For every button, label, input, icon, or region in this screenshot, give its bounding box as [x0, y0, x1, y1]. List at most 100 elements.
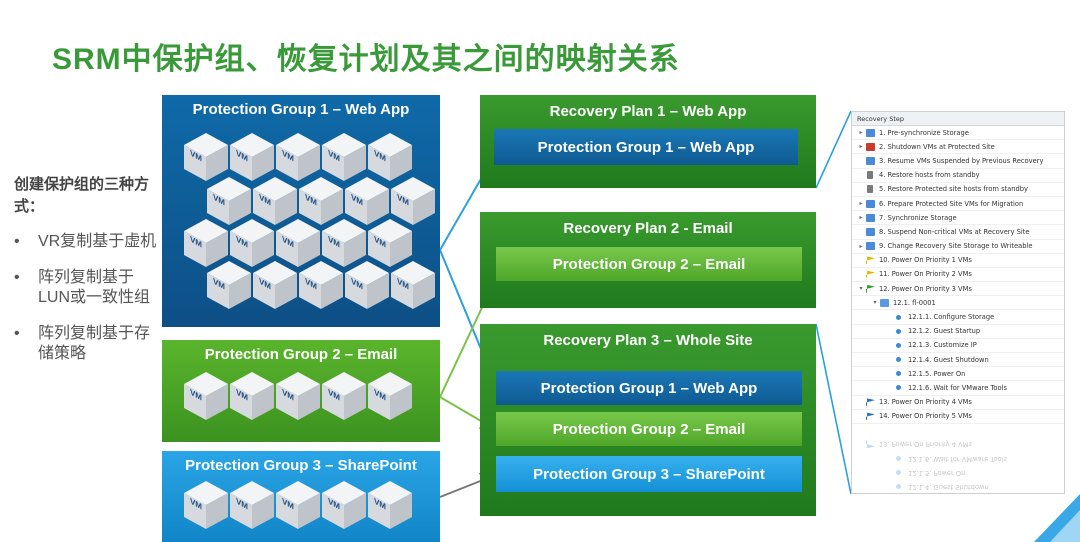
recovery-plan-web-app: Recovery Plan 1 – Web App Protection Gro…	[480, 95, 816, 188]
vm-cube-icon: VM	[366, 370, 414, 422]
expand-closed-icon[interactable]: ▸	[859, 143, 863, 151]
svg-text:VM: VM	[190, 148, 202, 164]
recovery-step-label: 10. Power On Priority 1 VMs	[879, 256, 972, 265]
svg-text:VM: VM	[328, 234, 340, 250]
list-item: •阵列复制基于存储策略	[14, 325, 151, 362]
vm-cube-icon: VM	[228, 370, 276, 422]
vm-cube-icon: VM	[274, 370, 322, 422]
flag-green-icon	[866, 284, 875, 293]
recovery-step-row[interactable]: 5. Restore Protected site hosts from sta…	[852, 183, 1064, 197]
vm-icon	[880, 298, 889, 307]
recovery-step-label: 6. Prepare Protected Site VMs for Migrat…	[879, 199, 1024, 208]
storage-icon	[866, 199, 875, 208]
recovery-step-row[interactable]: ▸ 6. Prepare Protected Site VMs for Migra…	[852, 197, 1064, 212]
vm-cube-icon: VM	[182, 131, 230, 183]
recovery-step-label: 4. Restore hosts from standby	[879, 171, 980, 180]
vm-cube-icon: VM	[274, 217, 322, 269]
vm-cube-icon: VM	[228, 131, 276, 183]
expand-open-icon[interactable]: ▾	[859, 285, 863, 293]
recovery-step-label: 12.1.2. Guest Startup	[908, 327, 981, 336]
recovery-step-row[interactable]: 11. Power On Priority 2 VMs	[852, 268, 1064, 283]
recovery-step-row[interactable]: 13. Power On Priority 4 VMs	[852, 396, 1064, 410]
resume-icon	[866, 227, 875, 236]
flag-yellow-icon	[866, 256, 875, 265]
expand-closed-icon[interactable]: ▸	[859, 129, 863, 137]
recovery-step-row[interactable]: 3. Resume VMs Suspended by Previous Reco…	[852, 154, 1064, 169]
dot-icon	[896, 328, 901, 334]
vm-cube-icon: VM	[205, 259, 253, 311]
svg-text:VM: VM	[190, 496, 202, 512]
svg-text:VM: VM	[374, 496, 386, 512]
list-item: •VR复制基于虚机	[14, 233, 157, 250]
recovery-steps-header: Recovery Step	[852, 112, 1064, 126]
recovery-step-row[interactable]: ▸1. Pre-synchronize Storage	[852, 126, 1064, 141]
vm-cube-icon: VM	[389, 259, 437, 311]
svg-text:VM: VM	[397, 192, 409, 208]
recovery-step-row[interactable]: 12.1.4. Guest Shutdown	[852, 353, 1064, 368]
recovery-step-row[interactable]: 12.1.1. Configure Storage	[852, 310, 1064, 325]
vm-cube-icon: VM	[228, 217, 276, 269]
recovery-step-row[interactable]: ▾ 12.1. fl-0001	[852, 296, 1064, 311]
recovery-step-label: 12.1.5. Power On	[908, 369, 966, 378]
recovery-plan-whole-site: Recovery Plan 3 – Whole Site Protection …	[480, 324, 816, 516]
storage-icon	[866, 128, 875, 137]
recovery-step-row[interactable]: 10. Power On Priority 1 VMs	[852, 254, 1064, 268]
recovery-step-row[interactable]: 4. Restore hosts from standby	[852, 169, 1064, 183]
svg-text:VM: VM	[305, 276, 317, 292]
vm-cube-icon: VM	[366, 131, 414, 183]
vm-cube-icon: VM	[182, 217, 230, 269]
recovery-step-label: 13. Power On Priority 4 VMs	[879, 398, 972, 407]
expand-closed-icon[interactable]: ▸	[859, 200, 863, 208]
recovery-step-label: 12.1. fl-0001	[893, 298, 936, 307]
recovery-steps-list: ▸1. Pre-synchronize Storage▸2. Shutdown …	[852, 126, 1064, 424]
recovery-step-label: 12.1.4. Guest Shutdown	[908, 355, 989, 364]
recovery-step-label: 2. Shutdown VMs at Protected Site	[879, 142, 995, 151]
dot-icon	[896, 484, 901, 490]
dot-icon	[896, 314, 901, 320]
recovery-step-row[interactable]: ▾12. Power On Priority 3 VMs	[852, 282, 1064, 297]
svg-text:VM: VM	[282, 234, 294, 250]
vm-cube-icon: VM	[320, 370, 368, 422]
storage-icon	[866, 213, 875, 222]
svg-text:VM: VM	[190, 234, 202, 250]
plan-protection-group-sharepoint: Protection Group 3 – SharePoint	[496, 456, 802, 492]
recovery-step-row[interactable]: 14. Power On Priority 5 VMs	[852, 410, 1064, 424]
svg-text:VM: VM	[259, 276, 271, 292]
recovery-step-row[interactable]: 8. Suspend Non-critical VMs at Recovery …	[852, 225, 1064, 240]
vm-cube-icon: VM	[389, 175, 437, 227]
svg-text:VM: VM	[213, 192, 225, 208]
vm-cube-icon: VM	[366, 217, 414, 269]
recovery-step-label: 9. Change Recovery Site Storage to Write…	[879, 242, 1033, 251]
svg-text:VM: VM	[374, 387, 386, 403]
vm-cube-icon: VM	[251, 259, 299, 311]
recovery-step-label: 13. Power On Priority 4 VMs	[879, 440, 972, 449]
recovery-step-row[interactable]: ▸ 9. Change Recovery Site Storage to Writ…	[852, 240, 1064, 254]
recovery-step-row[interactable]: ▸7. Synchronize Storage	[852, 211, 1064, 226]
svg-text:VM: VM	[328, 496, 340, 512]
vm-cube-icon: VM	[274, 479, 322, 531]
svg-text:VM: VM	[374, 148, 386, 164]
recovery-step-label: 8. Suspend Non-critical VMs at Recovery …	[879, 227, 1030, 236]
expand-closed-icon[interactable]: ▸	[859, 242, 863, 250]
recovery-step-row[interactable]: 12.1.3. Customize IP	[852, 339, 1064, 353]
resume-icon	[866, 156, 875, 165]
svg-text:VM: VM	[236, 234, 248, 250]
recovery-step-row[interactable]: 12.1.2. Guest Startup	[852, 325, 1064, 339]
expand-open-icon[interactable]: ▾	[873, 299, 877, 307]
vm-cube-icon: VM	[297, 175, 345, 227]
dot-icon	[896, 342, 901, 348]
recovery-step-label: 12.1.1. Configure Storage	[908, 313, 995, 322]
recovery-step-row[interactable]: 12.1.6. Wait for VMware Tools	[852, 381, 1064, 396]
plan-protection-group-web-app: Protection Group 1 – Web App	[494, 129, 798, 165]
recovery-plan-title: Recovery Plan 1 – Web App	[549, 103, 747, 120]
flag-yellow-icon	[866, 270, 875, 279]
vm-cube-icon: VM	[320, 217, 368, 269]
recovery-plan-title: Recovery Plan 3 – Whole Site	[543, 332, 753, 349]
methods-list: •VR复制基于虚机 •阵列复制基于LUN或一致性组 •阵列复制基于存储策略	[14, 232, 160, 380]
vm-cube-icon: VM	[320, 479, 368, 531]
recovery-step-row[interactable]: 12.1.5. Power On	[852, 367, 1064, 382]
zoom-lines	[815, 110, 852, 495]
recovery-step-row[interactable]: ▸ 2. Shutdown VMs at Protected Site	[852, 140, 1064, 155]
expand-closed-icon[interactable]: ▸	[859, 214, 863, 222]
